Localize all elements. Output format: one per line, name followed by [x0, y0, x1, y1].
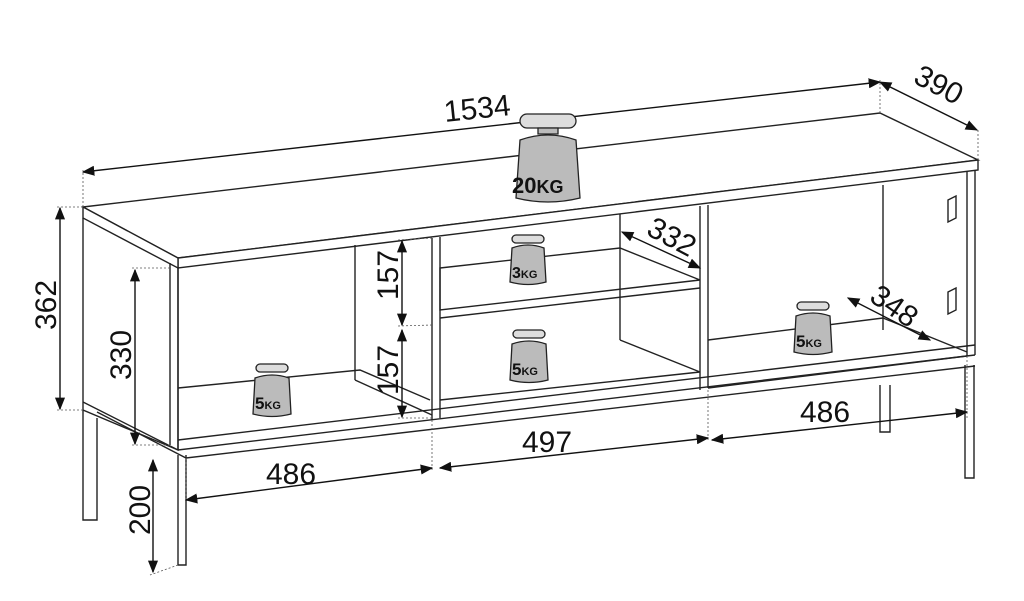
- dim-middle-width: 497: [522, 426, 572, 459]
- dim-leg-height: 200: [124, 485, 157, 535]
- dim-right-depth: 348: [864, 279, 924, 335]
- hinge-icon: [947, 194, 957, 316]
- weight-icon-left: 5KG: [252, 363, 292, 418]
- dim-depth-total: 390: [909, 59, 969, 112]
- legs: [82, 354, 976, 566]
- weight-label-left: 5KG: [255, 394, 281, 413]
- weight-icon-middle-shelf: 3KG: [509, 234, 547, 286]
- weight-label-middle-bottom: 5KG: [512, 360, 538, 379]
- dim-width-total: 1534: [442, 89, 512, 129]
- dim-middle-lower-height: 157: [372, 345, 405, 395]
- dim-shelf-depth: 332: [642, 211, 702, 264]
- dim-left-width: 486: [266, 458, 316, 491]
- dim-height-total: 362: [30, 280, 63, 330]
- weight-icon-middle-bottom: 5KG: [509, 329, 549, 384]
- weight-label-right: 5KG: [796, 332, 822, 351]
- weight-label-middle-shelf: 3KG: [512, 265, 537, 282]
- weight-icon-top: 20KG: [512, 113, 581, 203]
- weight-label-top: 20KG: [512, 173, 563, 198]
- dim-right-width: 486: [800, 396, 850, 429]
- dim-inner-height: 330: [105, 330, 138, 380]
- dimension-lines: [54, 78, 979, 576]
- weight-icon-right: 5KG: [793, 301, 833, 356]
- dim-middle-upper-height: 157: [372, 250, 405, 300]
